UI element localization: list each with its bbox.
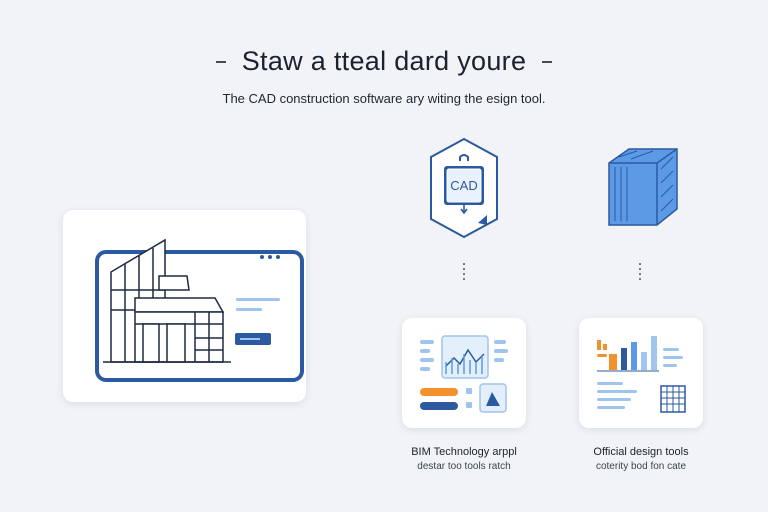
title-dash-right [542,60,553,63]
connector-dots [462,263,466,283]
official-design-tools-card[interactable] [579,318,703,428]
title-dash-left [215,60,226,63]
building-icon [103,238,231,363]
connector-dots [638,263,642,283]
cube-icon [607,147,679,227]
building-window-illustration [95,238,304,382]
page-title: Staw a tteal dard youre [241,46,527,76]
content-line [236,298,280,301]
cad-badge-label: CAD [450,178,477,193]
bim-dashboard-icon [420,335,508,413]
feature-subtitle-official: coterity bod fon cate [595,461,687,472]
feature-title-bim: BIM Technology arppl [411,446,517,458]
content-line [236,308,262,311]
feature-subtitle-bim: destar too tools ratch [417,461,511,472]
feature-title-official: Official design tools [593,446,689,458]
page-subtitle: The CAD construction software ary witing… [222,91,546,106]
bar-chart-icon [597,336,686,413]
bim-technology-card[interactable] [402,318,526,428]
window-dot [268,255,272,259]
cad-file-icon: CAD [429,137,499,239]
window-dot [260,255,264,259]
cad-preview-card [63,210,306,402]
window-dot [276,255,280,259]
header: Staw a tteal dard youre [0,46,768,77]
